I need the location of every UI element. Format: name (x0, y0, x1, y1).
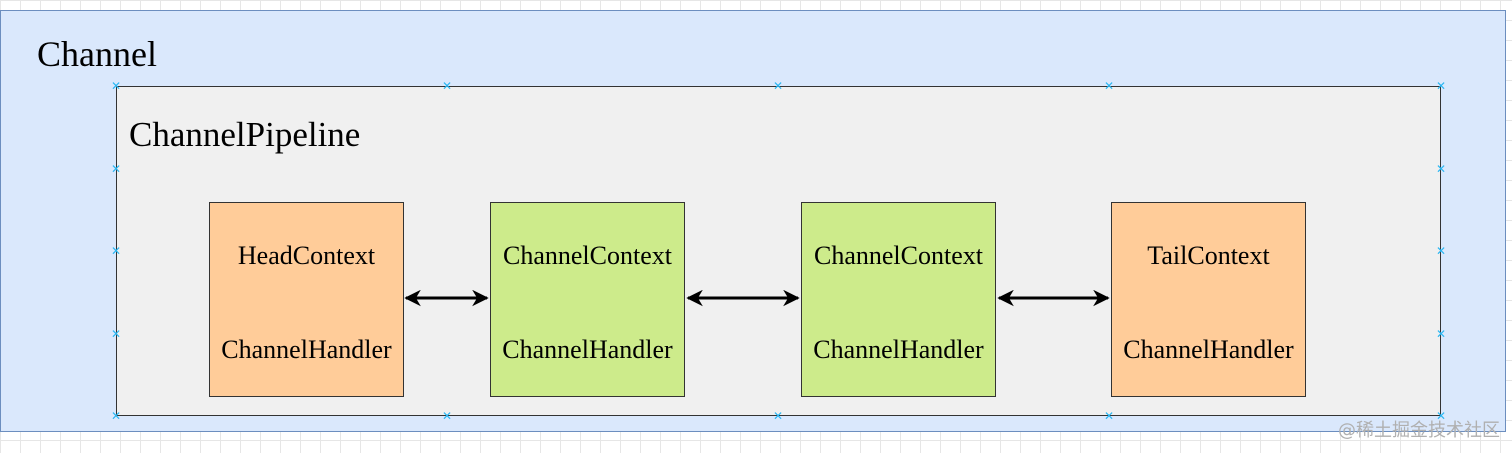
handler-label: ChannelHandler (813, 335, 984, 364)
handler-label: ChannelHandler (221, 335, 392, 364)
selection-handle-icon[interactable]: ✕ (773, 79, 784, 93)
channel-pipeline-label: ChannelPipeline (129, 115, 361, 154)
context-label: ChannelContext (503, 241, 672, 270)
selection-handle-icon[interactable]: ✕ (1436, 79, 1447, 93)
channel-context-box-1[interactable]: ChannelContext ChannelHandler (490, 202, 685, 397)
selection-handle-icon[interactable]: ✕ (111, 409, 122, 423)
selection-handle-icon[interactable]: ✕ (111, 327, 122, 341)
tail-context-box[interactable]: TailContext ChannelHandler (1111, 202, 1306, 397)
selection-handle-icon[interactable]: ✕ (1436, 409, 1447, 423)
handler-label: ChannelHandler (502, 335, 673, 364)
channel-context-box-2[interactable]: ChannelContext ChannelHandler (801, 202, 996, 397)
channel-label: Channel (37, 34, 157, 74)
selection-handle-icon[interactable]: ✕ (442, 409, 453, 423)
selection-handle-icon[interactable]: ✕ (111, 79, 122, 93)
context-label: TailContext (1147, 241, 1270, 270)
context-label: HeadContext (237, 241, 376, 270)
selection-handle-icon[interactable]: ✕ (1436, 327, 1447, 341)
head-context-box[interactable]: HeadContext ChannelHandler (209, 202, 404, 397)
selection-handle-icon[interactable]: ✕ (1104, 79, 1115, 93)
selection-handle-icon[interactable]: ✕ (442, 79, 453, 93)
selection-handle-icon[interactable]: ✕ (1436, 162, 1447, 176)
selection-handle-icon[interactable]: ✕ (111, 162, 122, 176)
selection-handle-icon[interactable]: ✕ (773, 409, 784, 423)
context-label: ChannelContext (814, 241, 983, 270)
selection-handle-icon[interactable]: ✕ (1104, 409, 1115, 423)
watermark-text: @稀土掘金技术社区 (1338, 420, 1500, 441)
selection-handle-icon[interactable]: ✕ (111, 244, 122, 258)
selection-handle-icon[interactable]: ✕ (1436, 244, 1447, 258)
handler-label: ChannelHandler (1123, 335, 1294, 364)
